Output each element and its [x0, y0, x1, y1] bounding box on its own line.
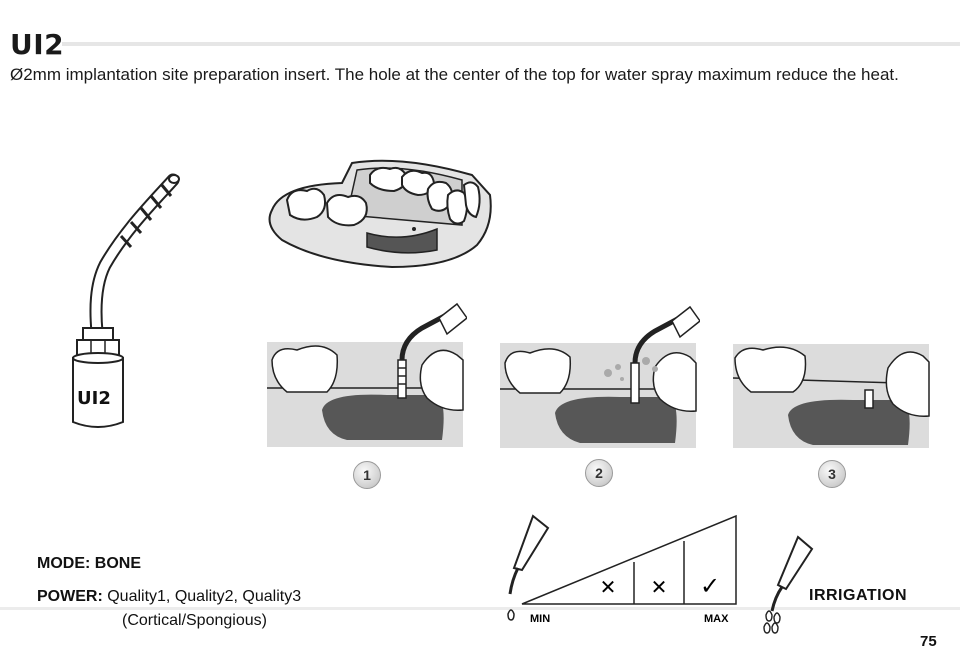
- title-rule: [62, 42, 960, 46]
- ui2-insert-illustration: [72, 173, 180, 428]
- power-scale-triangle: [521, 514, 737, 605]
- power-label: POWER:: [37, 588, 103, 605]
- footer-rule: [0, 607, 960, 610]
- power-scale-mark-2: ✕: [651, 577, 668, 599]
- step-1-badge: 1: [353, 461, 381, 489]
- irrigation-icon: [763, 535, 814, 634]
- power-max-label: MAX: [704, 613, 729, 625]
- mode-setting: MODE: BONE: [37, 555, 141, 572]
- power-value: Quality1, Quality2, Quality3: [107, 588, 302, 605]
- power-scale-diagram: ✕ ✕ ✓ MIN MAX: [507, 514, 737, 625]
- insert-description: Ø2mm implantation site preparation inser…: [10, 65, 899, 84]
- step-3-badge: 3: [818, 460, 846, 488]
- step-2-badge: 2: [585, 459, 613, 487]
- page-title: UI2: [10, 28, 65, 61]
- power-setting: POWER: Quality1, Quality2, Quality3: [37, 588, 301, 606]
- power-subtext: (Cortical/Spongious): [122, 612, 267, 629]
- power-scale-mark-1: ✕: [600, 577, 617, 599]
- page-number: 75: [920, 633, 937, 650]
- step-1-illustration: [267, 302, 467, 447]
- step-3-illustration: [733, 344, 930, 448]
- irrigation-label: IRRIGATION: [809, 587, 908, 604]
- power-scale-mark-3: ✓: [700, 573, 720, 600]
- power-min-label: MIN: [530, 613, 550, 625]
- insert-label: UI2: [77, 388, 111, 409]
- step-2-illustration: [500, 305, 700, 448]
- jaw-overview-illustration: [268, 159, 492, 269]
